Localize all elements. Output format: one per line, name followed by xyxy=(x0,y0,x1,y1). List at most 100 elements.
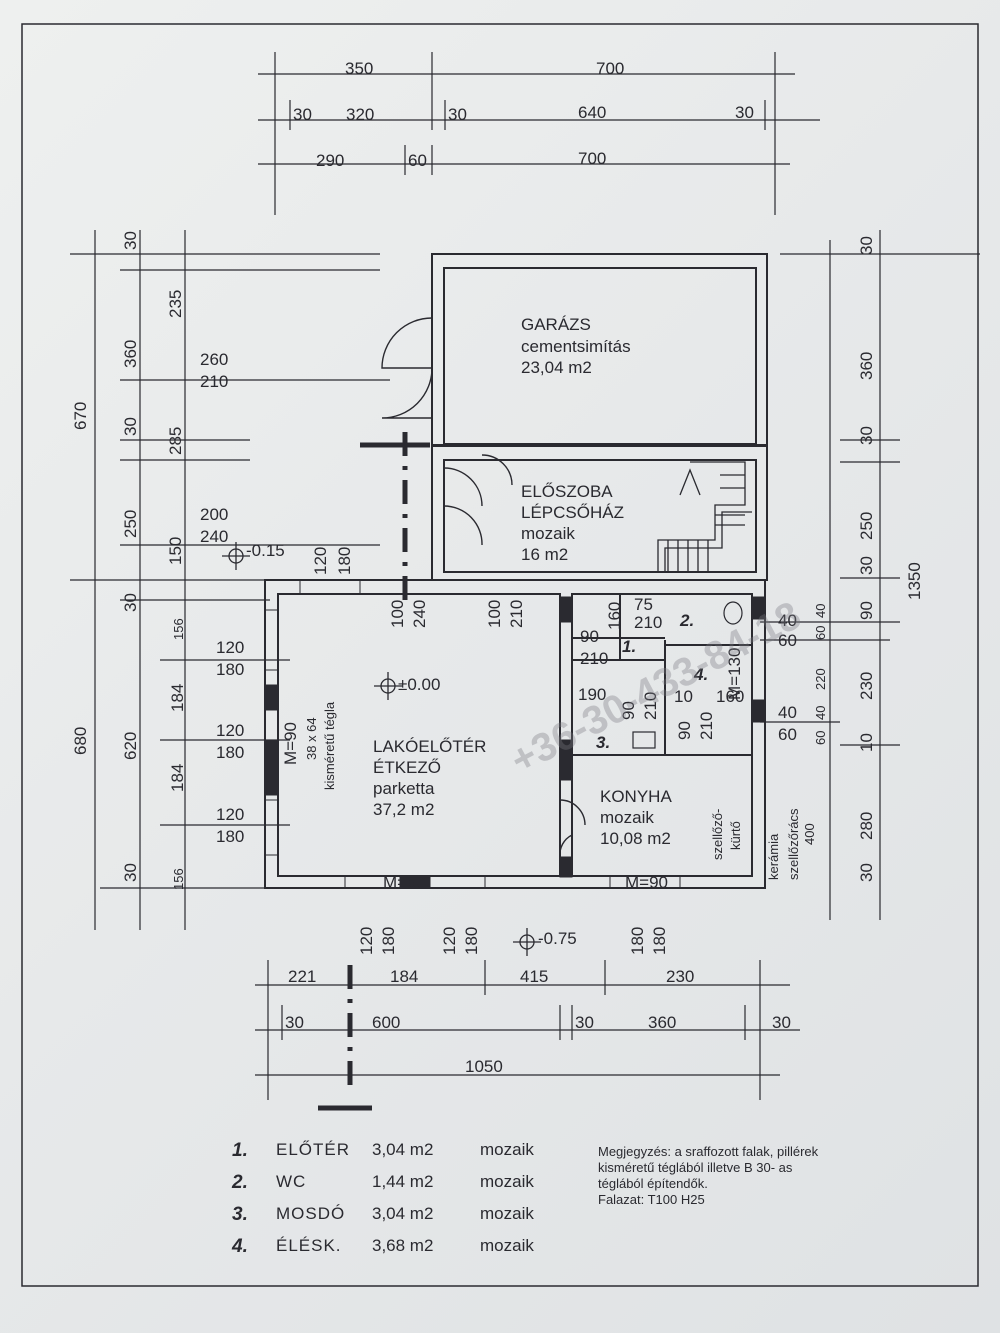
legend-row: 1. ELŐTÉR 3,04 m2 mozaik xyxy=(232,1140,562,1172)
legend-table: 1. ELŐTÉR 3,04 m2 mozaik 2. WC 1,44 m2 m… xyxy=(232,1140,562,1268)
szellozo-l2: kürtő xyxy=(728,821,743,850)
win-left-3-180: 180 xyxy=(216,827,244,846)
dim-bottom-30a: 30 xyxy=(285,1013,304,1032)
dim-top-290: 290 xyxy=(316,151,344,170)
dim-left-680: 680 xyxy=(71,727,90,755)
door-mid-2-210: 210 xyxy=(507,600,526,628)
dim-left-620: 620 xyxy=(121,732,140,760)
hall-window-120: 120 xyxy=(311,547,330,575)
m90-bottom-2: M=90 xyxy=(625,873,668,892)
room-eloszoba-name2: LÉPCSŐHÁZ xyxy=(521,503,624,522)
win-left-1-120: 120 xyxy=(216,638,244,657)
room-garazs-material: cementsimítás xyxy=(521,337,631,356)
door-mid-2-100: 100 xyxy=(485,600,504,628)
legend-name: WC xyxy=(276,1172,307,1191)
legend-area: 3,04 m2 xyxy=(372,1140,434,1159)
level-c: -0.75 xyxy=(538,929,577,948)
dim-right-60a: 60 xyxy=(813,626,828,640)
brick-size: 38 x 64 xyxy=(304,717,319,760)
dim-bottom-30c: 30 xyxy=(772,1013,791,1032)
dim-right-pair-60a: 60 xyxy=(778,631,797,650)
dim-left-184a: 184 xyxy=(168,684,187,712)
legend-material: mozaik xyxy=(480,1140,534,1159)
dim-top-700b: 700 xyxy=(578,149,606,168)
opening-240: 240 xyxy=(200,527,228,546)
win-bottom-3-180a: 180 xyxy=(628,927,647,955)
legend-num: 4. xyxy=(232,1236,248,1257)
dim-bottom-184: 184 xyxy=(390,967,418,986)
legend-area: 3,68 m2 xyxy=(372,1236,434,1255)
note-line-4: Falazat: T100 H25 xyxy=(598,1192,705,1207)
dim-right-90: 90 xyxy=(857,601,876,620)
dim-top-30a: 30 xyxy=(293,105,312,124)
legend-num: 2. xyxy=(232,1172,248,1193)
hall-window-180: 180 xyxy=(335,547,354,575)
note-block: Megjegyzés: a sraffozott falak, pillérek… xyxy=(598,1144,918,1208)
room-eloszoba: ELŐSZOBA LÉPCSŐHÁZ mozaik 16 m2 xyxy=(521,482,624,564)
door-elotar-90: 90 xyxy=(580,627,599,646)
staircase xyxy=(657,461,752,572)
legend-material: mozaik xyxy=(480,1172,534,1191)
legend-name: ÉLÉSK. xyxy=(276,1236,342,1255)
room-garazs-area: 23,04 m2 xyxy=(521,358,592,377)
dim-right-30a: 30 xyxy=(857,236,876,255)
legend-row: 2. WC 1,44 m2 mozaik xyxy=(232,1172,562,1204)
win-left-2-120: 120 xyxy=(216,721,244,740)
legend-area: 1,44 m2 xyxy=(372,1172,434,1191)
room-lakoeloter-name: LAKÓELŐTÉR xyxy=(373,737,486,756)
room-lakoeloter-material: parketta xyxy=(373,779,435,798)
door-elotar-210: 210 xyxy=(580,649,608,668)
room-num-4: 4. xyxy=(693,665,708,684)
dim-top-350: 350 xyxy=(345,59,373,78)
dim-160: 160 xyxy=(605,602,624,630)
opening-260: 260 xyxy=(200,350,228,369)
legend-row: 4. ÉLÉSK. 3,68 m2 mozaik xyxy=(232,1236,562,1268)
level-markers xyxy=(222,542,541,956)
room-konyha-area: 10,08 m2 xyxy=(600,829,671,848)
dim-bottom-1050: 1050 xyxy=(465,1057,503,1076)
door-kony-90: 90 xyxy=(675,721,694,740)
keramia-l2: szellőzőrács xyxy=(786,808,801,880)
door-mosdo-210: 210 xyxy=(641,692,660,720)
door-mosdo-190: 190 xyxy=(578,685,606,704)
dim-bottom-600: 600 xyxy=(372,1013,400,1032)
dim-right-30b: 30 xyxy=(857,426,876,445)
dim-top-700: 700 xyxy=(596,59,624,78)
dim-right-10: 10 xyxy=(857,733,876,752)
legend-name: MOSDÓ xyxy=(276,1204,346,1223)
win-left-3-120: 120 xyxy=(216,805,244,824)
legend-area: 3,04 m2 xyxy=(372,1204,434,1223)
room-garazs-name: GARÁZS xyxy=(521,315,591,334)
dims-left: 670 680 30 235 360 30 285 250 150 30 620… xyxy=(71,231,187,890)
legend-material: mozaik xyxy=(480,1204,534,1223)
dim-bottom-30b: 30 xyxy=(575,1013,594,1032)
dim-top-640: 640 xyxy=(578,103,606,122)
sheet-border xyxy=(21,23,979,1287)
room-garazs: GARÁZS cementsimítás 23,04 m2 xyxy=(521,315,631,377)
dim-left-184b: 184 xyxy=(168,764,187,792)
dims-right: 30 360 30 250 30 90 230 10 280 30 1350 4… xyxy=(778,236,924,882)
room-konyha: KONYHA mozaik 10,08 m2 xyxy=(600,787,672,848)
dim-bottom-230: 230 xyxy=(666,967,694,986)
dim-left-30c: 30 xyxy=(121,593,140,612)
win-left-2-180: 180 xyxy=(216,743,244,762)
door-mid-1-240: 240 xyxy=(410,600,429,628)
dim-bottom-221: 221 xyxy=(288,967,316,986)
door-mid-1-100: 100 xyxy=(388,600,407,628)
brick-type: kisméretű tégla xyxy=(322,701,337,790)
dim-right-pair-40a: 40 xyxy=(778,611,797,630)
dim-left-670: 670 xyxy=(71,402,90,430)
door-swings xyxy=(381,317,586,858)
dim-right-280: 280 xyxy=(857,812,876,840)
legend-num: 1. xyxy=(232,1140,248,1161)
win-bottom-1-120: 120 xyxy=(357,927,376,955)
dim-left-30a: 30 xyxy=(121,231,140,250)
room-num-1: 1. xyxy=(622,637,636,656)
room-konyha-name: KONYHA xyxy=(600,787,672,806)
dim-right-220: 220 xyxy=(813,668,828,690)
szellozo-l1: szellőző- xyxy=(710,809,725,860)
win-left-1-180: 180 xyxy=(216,660,244,679)
dim-right-400: 400 xyxy=(802,823,817,845)
